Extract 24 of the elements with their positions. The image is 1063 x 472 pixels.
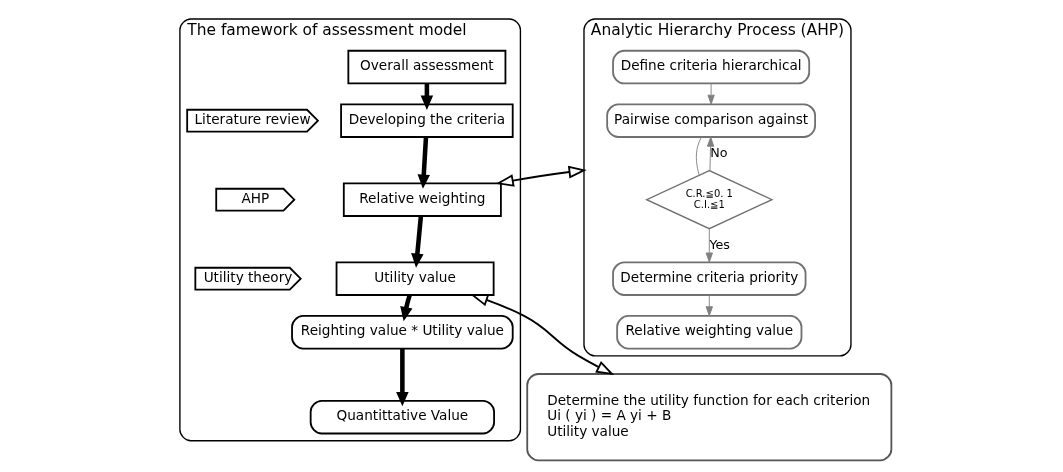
arrow bbox=[417, 137, 430, 189]
node-diamond: C.R.≦0. 1 C.I.≦1 bbox=[644, 169, 774, 230]
node-box: Relative weighting value bbox=[615, 315, 802, 350]
arrow bbox=[495, 165, 587, 187]
node-box: Determine the utility function for each criterion Ui ( yi ) = A yi + B Utility value bbox=[525, 373, 892, 462]
node-box: Overall assessment bbox=[346, 49, 506, 85]
node-box: Quantittative Value bbox=[309, 399, 495, 435]
arrow bbox=[705, 294, 713, 317]
node-box: Define criteria hierarchical bbox=[611, 49, 810, 85]
arrow bbox=[410, 216, 424, 268]
arrow bbox=[395, 348, 409, 407]
arrow bbox=[705, 228, 713, 263]
node-box: Relative weighting bbox=[342, 182, 502, 217]
edge-label: No bbox=[709, 145, 727, 161]
node-box: Reighting value * Utility value bbox=[290, 315, 514, 350]
node-box: Utility value bbox=[335, 261, 495, 296]
connector bbox=[695, 136, 702, 176]
arrow bbox=[469, 294, 614, 376]
arrow bbox=[707, 83, 715, 105]
arrow bbox=[706, 136, 714, 172]
node-box: Determine criteria priority bbox=[611, 261, 806, 296]
node-box: Pairwise comparison against bbox=[605, 103, 816, 138]
node-box: Developing the criteria bbox=[339, 103, 514, 138]
edge-label: Yes bbox=[708, 236, 730, 252]
